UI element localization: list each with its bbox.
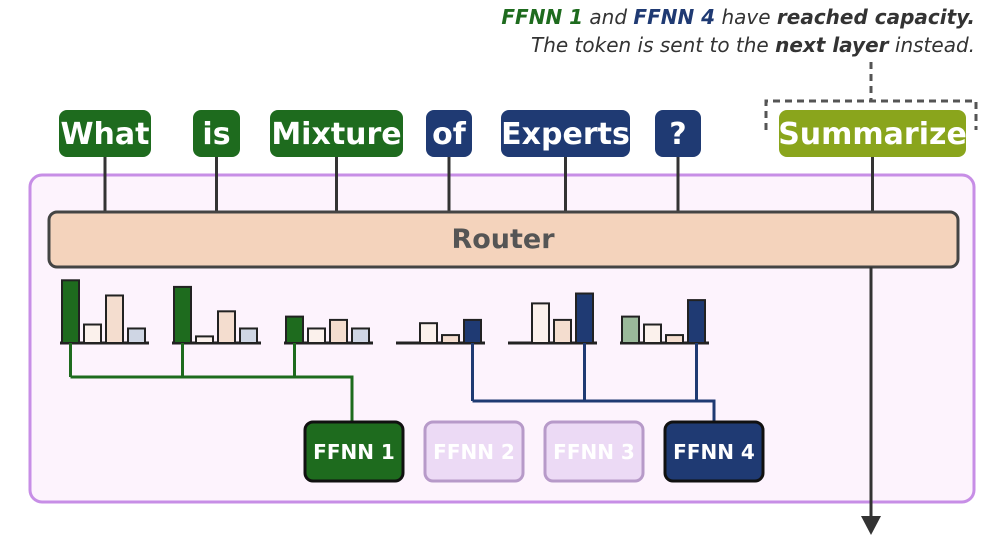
token-question-mark: ? <box>655 110 701 157</box>
routing-bar-expert-3 <box>553 318 572 344</box>
token-label: of <box>432 117 467 152</box>
routing-chart-token-6 <box>620 299 709 345</box>
routing-bar-expert-1-selected <box>61 279 80 344</box>
token-connectors <box>103 157 874 212</box>
routing-bar-expert-4 <box>239 327 258 345</box>
expert-label: FFNN 4 <box>673 440 755 464</box>
route-to-ffnn-4 <box>471 343 716 422</box>
token-is: is <box>193 110 240 157</box>
routing-chart-token-1 <box>60 279 149 345</box>
annotation-and: and <box>583 5 633 29</box>
token-experts: Experts <box>501 110 630 157</box>
token-chip <box>426 110 472 157</box>
routing-chart-token-4 <box>396 318 485 345</box>
annotation-next-layer: next layer <box>775 33 890 57</box>
annotation-capacity: reached capacity. <box>777 5 975 29</box>
routing-bar-expert-2 <box>419 322 438 345</box>
routing-bar-expert-3 <box>665 334 684 344</box>
routing-bar-expert-3 <box>441 334 460 344</box>
annotation-ffnn4: FFNN 4 <box>633 5 715 29</box>
routing-bar-expert-3 <box>329 318 348 344</box>
expert-label: FFNN 1 <box>313 440 395 464</box>
routing-bar-expert-2 <box>195 335 214 344</box>
callout-dashed-bracket <box>764 62 978 130</box>
token-label: What <box>60 117 149 152</box>
expert-box <box>543 420 645 483</box>
routing-bar-expert-2 <box>531 302 550 344</box>
expert-box <box>663 420 765 483</box>
next-layer-arrow <box>861 267 881 535</box>
annotation-line-1: FFNN 1 and FFNN 4 have reached capacity. <box>501 5 975 29</box>
token-chip <box>193 110 240 157</box>
routing-bar-charts <box>60 279 709 345</box>
routing-bar-expert-4 <box>127 327 146 345</box>
expert-box <box>303 420 405 483</box>
routing-bar-expert-4-selected <box>687 299 706 345</box>
token-label: Mixture <box>271 117 401 152</box>
expert-box <box>423 420 525 483</box>
router: Router <box>47 210 960 269</box>
token-label: Experts <box>501 117 630 152</box>
routing-bar-expert-2 <box>643 323 662 344</box>
token-what: What <box>59 110 151 157</box>
token-row: What is Mixture of Experts? Summarize <box>59 110 967 157</box>
annotation-line-2: The token is sent to the next layer inst… <box>531 33 975 57</box>
token-label: is <box>202 117 230 152</box>
routing-bar-expert-1-selected <box>285 315 304 345</box>
routing-chart-token-3 <box>284 315 373 345</box>
routing-bar-expert-4-selected <box>463 318 482 344</box>
token-label: Summarize <box>778 117 967 152</box>
routing-bar-expert-1 <box>621 315 640 345</box>
token-chip <box>655 110 701 157</box>
token-chip <box>779 110 966 157</box>
routing-bar-expert-1-selected <box>173 285 192 344</box>
annotation-post: instead. <box>889 33 975 57</box>
expert-ffnn-1: FFNN 1 <box>303 420 405 483</box>
token-chip <box>59 110 151 157</box>
router-label: Router <box>451 224 555 255</box>
routing-bar-expert-3 <box>217 310 236 345</box>
routing-bar-expert-3 <box>105 294 124 345</box>
annotation-ffnn1: FFNN 1 <box>501 5 583 29</box>
routing-bar-expert-2 <box>307 327 326 345</box>
annotation-pre: The token is sent to the <box>531 33 775 57</box>
next-layer-arrow-head <box>861 516 881 535</box>
router-box <box>47 210 960 269</box>
routing-bar-expert-4 <box>351 327 370 345</box>
route-to-ffnn-1 <box>69 343 354 422</box>
expert-label: FFNN 3 <box>553 440 635 464</box>
expert-ffnn-2: FFNN 2 <box>423 420 525 483</box>
token-chip <box>501 110 630 157</box>
expert-routing-lines <box>69 343 716 422</box>
expert-label: FFNN 2 <box>433 440 515 464</box>
routing-bar-expert-2 <box>83 323 102 344</box>
token-summarize: Summarize <box>778 110 967 157</box>
routing-bar-expert-4-selected <box>575 292 594 344</box>
annotation-have: have <box>715 5 777 29</box>
token-label: ? <box>669 117 686 152</box>
expert-ffnn-3: FFNN 3 <box>543 420 645 483</box>
token-chip <box>270 110 403 157</box>
token-of: of <box>426 110 472 157</box>
expert-ffnn-4: FFNN 4 <box>663 420 765 483</box>
token-mixture: Mixture <box>270 110 403 157</box>
expert-row: FFNN 1 FFNN 2 FFNN 3 FFNN 4 <box>303 420 765 483</box>
